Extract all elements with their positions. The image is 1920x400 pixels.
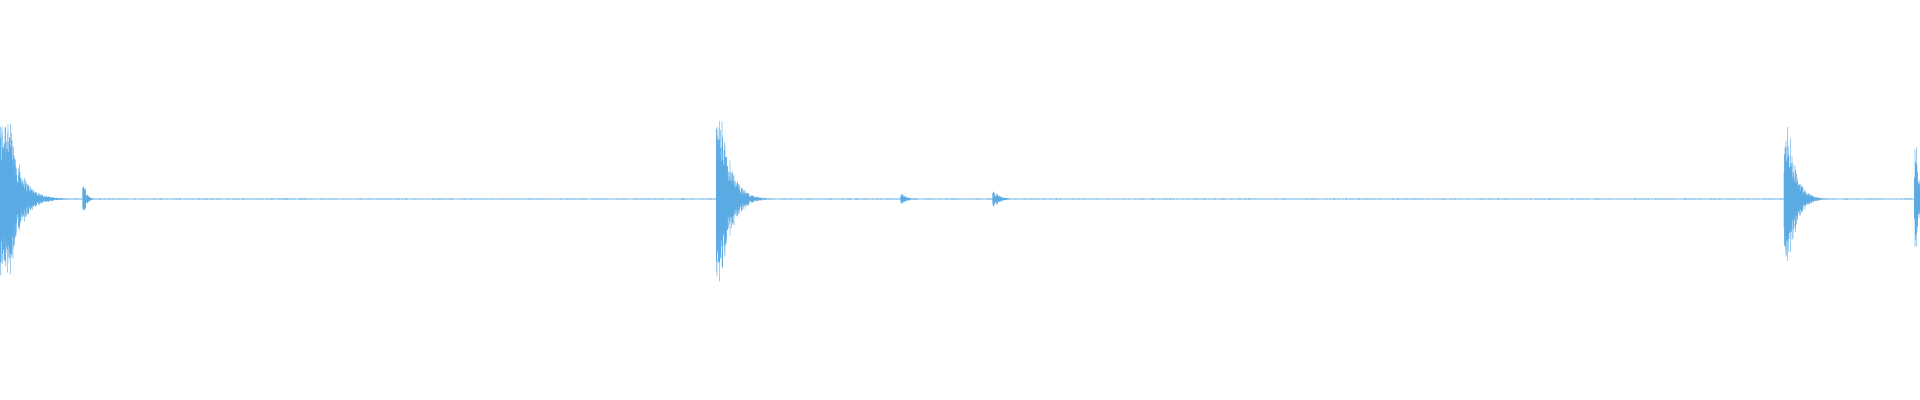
waveform-trace bbox=[0, 121, 1920, 282]
